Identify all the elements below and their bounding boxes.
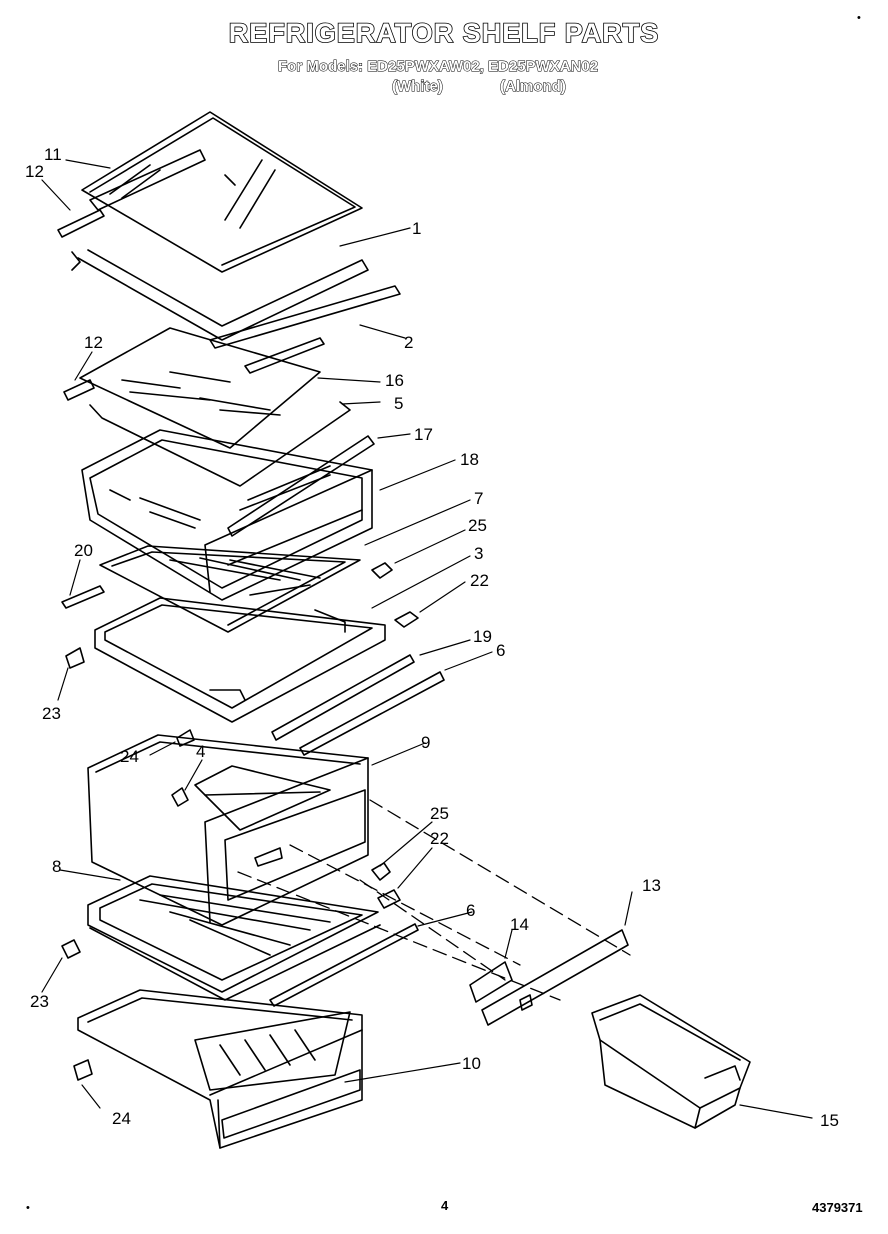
callout-12b: 12 — [84, 333, 103, 352]
callout-18: 18 — [460, 450, 479, 469]
document-number: 4379371 — [812, 1200, 863, 1215]
callout-3: 3 — [474, 544, 484, 563]
meat-pan-cover-8-part — [87, 875, 419, 1007]
callout-16: 16 — [385, 371, 404, 390]
glass-shelf-16-part — [63, 327, 351, 487]
trim-strip-12a — [57, 209, 105, 238]
page-number: 4 — [441, 1198, 449, 1213]
crisper-pan-18-part — [81, 429, 375, 601]
callout-9: 9 — [421, 733, 431, 752]
callout-22b: 22 — [430, 829, 449, 848]
callout-1: 1 — [412, 219, 422, 238]
callout-24a: 24 — [120, 747, 139, 766]
shelf-frame-3-part — [94, 597, 386, 723]
callout-6a: 6 — [496, 641, 506, 660]
callout-6b: 6 — [466, 901, 476, 920]
callout-25a: 25 — [468, 516, 487, 535]
callout-20: 20 — [74, 541, 93, 560]
trim-strip-2-part — [209, 285, 401, 374]
callout-11: 11 — [44, 145, 62, 164]
door-bin-15-part — [591, 994, 751, 1129]
callout-25b: 25 — [430, 804, 449, 823]
callout-5: 5 — [394, 394, 404, 413]
callout-19: 19 — [473, 627, 492, 646]
variant-almond-label: (Almond) — [500, 78, 567, 96]
callout-10: 10 — [462, 1054, 481, 1073]
fasteners-group — [61, 562, 419, 1081]
drawer-10-part — [77, 989, 363, 1149]
callout-8: 8 — [52, 857, 62, 876]
meat-pan-9-part — [87, 734, 369, 926]
callout-24b: 24 — [112, 1109, 131, 1128]
registration-mark-top-right: • — [857, 12, 861, 24]
callout-23b: 23 — [30, 992, 49, 1011]
registration-mark-bottom-left: • — [26, 1202, 30, 1214]
page-title: REFRIGERATOR SHELF PARTS — [228, 17, 660, 49]
callout-4: 4 — [196, 742, 206, 761]
trim-strips-19-6-part — [271, 654, 445, 756]
callout-13: 13 — [642, 876, 661, 895]
glass-shelf-top-part — [71, 111, 369, 341]
callout-23a: 23 — [42, 704, 61, 723]
callout-22a: 22 — [470, 571, 489, 590]
crisper-cover-7-part — [61, 545, 361, 633]
callout-15: 15 — [820, 1111, 839, 1130]
guide-lines — [237, 799, 631, 1001]
rails-13-14-part — [469, 929, 629, 1026]
callout-14: 14 — [510, 915, 529, 934]
callout-12a: 12 — [25, 162, 44, 181]
callout-17: 17 — [414, 425, 433, 444]
leader-lines — [41, 159, 813, 1119]
callout-7: 7 — [474, 489, 484, 508]
variant-white-label: (White) — [392, 78, 444, 96]
models-line: For Models: ED25PWXAW02, ED25PWXAN02 — [277, 58, 599, 76]
callout-2: 2 — [404, 333, 414, 352]
